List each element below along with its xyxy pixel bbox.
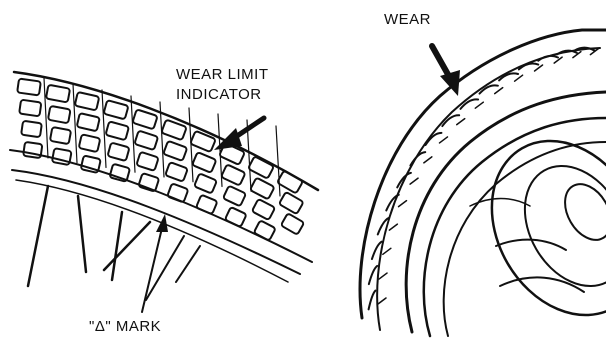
delta-mark-leader (142, 214, 168, 312)
left-tire-tread-figure (10, 72, 318, 312)
wear-limit-arrow (214, 118, 264, 150)
wear-limit-indicator-label-line2: INDICATOR (176, 86, 262, 104)
wear-arrow (432, 46, 460, 96)
wear-limit-indicator-label-line1: WEAR LIMIT (176, 66, 269, 84)
wear-label: WEAR (384, 11, 431, 29)
delta-mark-label: "Δ" MARK (89, 318, 161, 336)
wheel-spokes (28, 186, 200, 300)
right-tire-figure (360, 30, 606, 342)
